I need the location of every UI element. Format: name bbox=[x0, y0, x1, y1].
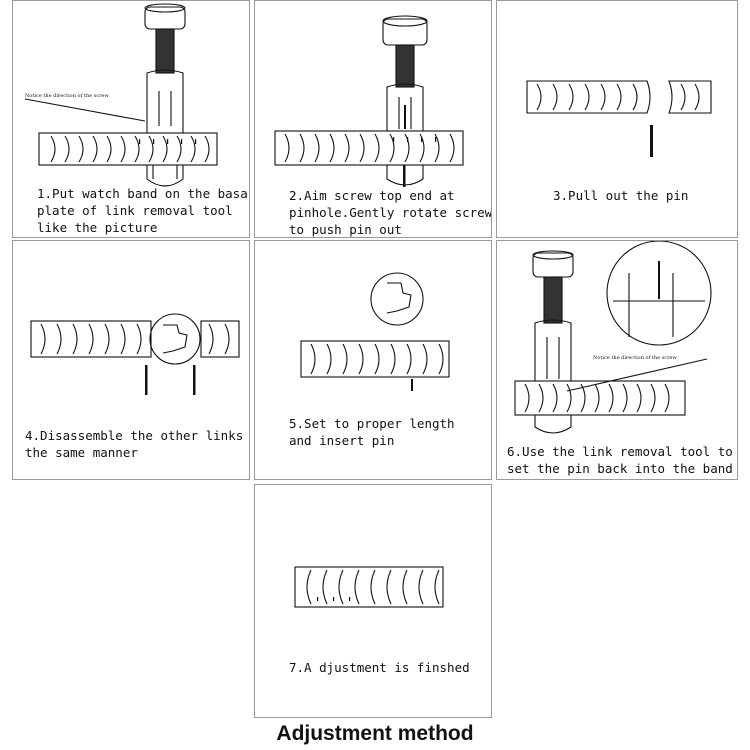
step-1-panel: Notice the direction of the screw 1.Put … bbox=[12, 0, 250, 238]
screw-direction-note-2: Notice the direction of the screw bbox=[593, 355, 677, 361]
step-2-line-1: 2.Aim screw top end at bbox=[289, 188, 455, 203]
step-2-line-3: to push pin out bbox=[289, 222, 402, 237]
page-title: Adjustment method bbox=[276, 722, 474, 745]
step-2-illustration bbox=[274, 15, 464, 187]
step-2-panel: 2.Aim screw top end at pinhole.Gently ro… bbox=[254, 0, 492, 238]
step-5-panel: 5.Set to proper length and insert pin bbox=[254, 240, 492, 480]
step-4-line-2: the same manner bbox=[25, 445, 138, 460]
step-6-illustration: Notice the direction of the screw bbox=[514, 241, 712, 434]
step-2-caption: 2.Aim screw top end at pinhole.Gently ro… bbox=[289, 187, 492, 237]
step-7-caption: 7.A djustment is finshed bbox=[289, 659, 470, 676]
step-1-line-1: 1.Put watch band on the basa bbox=[37, 186, 248, 201]
step-2-line-2: pinhole.Gently rotate screw bbox=[289, 205, 492, 220]
step-3-caption: 3.Pull out the pin bbox=[553, 187, 688, 204]
step-6-line-2: set the pin back into the band bbox=[507, 461, 733, 476]
step-5-line-1: 5.Set to proper length bbox=[289, 416, 455, 431]
step-3-panel: 3.Pull out the pin bbox=[496, 0, 738, 238]
step-7-panel: 7.A djustment is finshed bbox=[254, 484, 492, 718]
step-6-caption: 6.Use the link removal tool to set the p… bbox=[507, 443, 733, 477]
step-3-illustration bbox=[526, 80, 712, 157]
step-7-illustration bbox=[294, 566, 444, 608]
step-5-illustration bbox=[300, 272, 450, 391]
step-4-illustration bbox=[30, 313, 240, 395]
step-1-illustration: Notice the direction of the screw bbox=[24, 3, 218, 187]
step-5-line-2: and insert pin bbox=[289, 433, 395, 448]
step-1-line-3: like the picture bbox=[37, 220, 158, 235]
step-4-line-1: 4.Disassemble the other links in bbox=[25, 428, 250, 443]
screw-direction-note: Notice the direction of the screw bbox=[25, 93, 109, 99]
step-1-caption: 1.Put watch band on the basa plate of li… bbox=[37, 185, 248, 236]
step-1-line-2: plate of link removal tool bbox=[37, 203, 233, 218]
step-3-line-1: 3.Pull out the pin bbox=[553, 188, 689, 203]
step-5-caption: 5.Set to proper length and insert pin bbox=[289, 415, 455, 449]
step-4-panel: 4.Disassemble the other links in the sam… bbox=[12, 240, 250, 480]
step-6-line-1: 6.Use the link removal tool to bbox=[507, 444, 733, 459]
step-7-line-1: 7.A djustment is finshed bbox=[289, 660, 470, 675]
step-6-panel: Notice the direction of the screw 6.Use … bbox=[496, 240, 738, 480]
step-4-caption: 4.Disassemble the other links in the sam… bbox=[25, 427, 250, 461]
